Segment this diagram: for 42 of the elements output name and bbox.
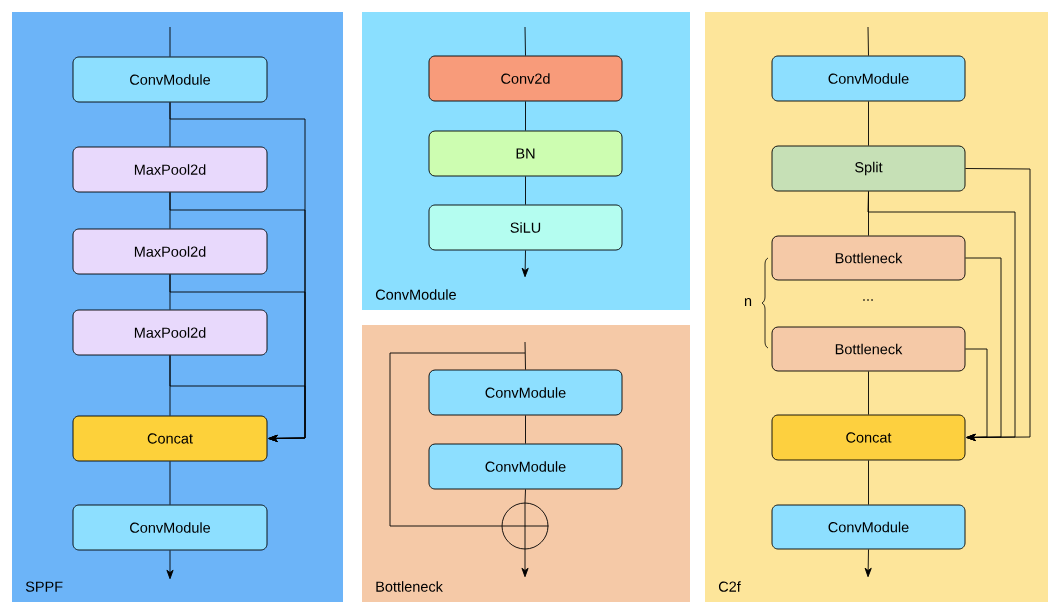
process-box: ConvModule <box>72 504 268 551</box>
process-box: ConvModule <box>428 443 623 490</box>
arrow <box>864 549 872 578</box>
connector-line <box>525 415 526 444</box>
arrow <box>867 191 1016 441</box>
label: ... <box>863 299 873 301</box>
arrow <box>521 250 529 278</box>
arrow <box>169 355 306 442</box>
process-box: ConvModule <box>428 369 623 416</box>
arrow <box>166 550 174 580</box>
process-box: MaxPool2d <box>72 309 268 356</box>
sum-circle <box>501 502 549 550</box>
process-box: BN <box>428 130 623 177</box>
connector-line <box>525 176 526 205</box>
process-box: Conv2d <box>428 55 623 102</box>
arrow <box>965 257 1002 441</box>
process-box: MaxPool2d <box>72 228 268 275</box>
connector-line <box>389 352 526 527</box>
process-box: ConvModule <box>72 56 268 103</box>
process-box: MaxPool2d <box>72 146 268 193</box>
connector-line <box>525 101 526 131</box>
process-box: Bottleneck <box>771 326 966 372</box>
process-box: Concat <box>72 415 268 462</box>
connector-line <box>524 26 526 56</box>
arrow <box>965 168 1031 441</box>
arrow <box>965 348 988 441</box>
process-box: Bottleneck <box>771 235 966 281</box>
connector-line <box>169 26 171 57</box>
connector-line <box>868 460 869 505</box>
connector-line <box>169 461 171 505</box>
connector-line <box>524 341 526 370</box>
process-box: SiLU <box>428 204 623 251</box>
label: n <box>744 298 752 306</box>
connector-line <box>867 26 869 56</box>
arrow <box>521 549 529 578</box>
connector-line <box>868 101 869 146</box>
connector-line <box>524 489 526 503</box>
process-box: Concat <box>771 414 966 461</box>
connector-line <box>868 371 869 415</box>
process-box: ConvModule <box>771 55 966 102</box>
process-box: ConvModule <box>771 504 966 550</box>
process-box: Split <box>771 145 966 192</box>
